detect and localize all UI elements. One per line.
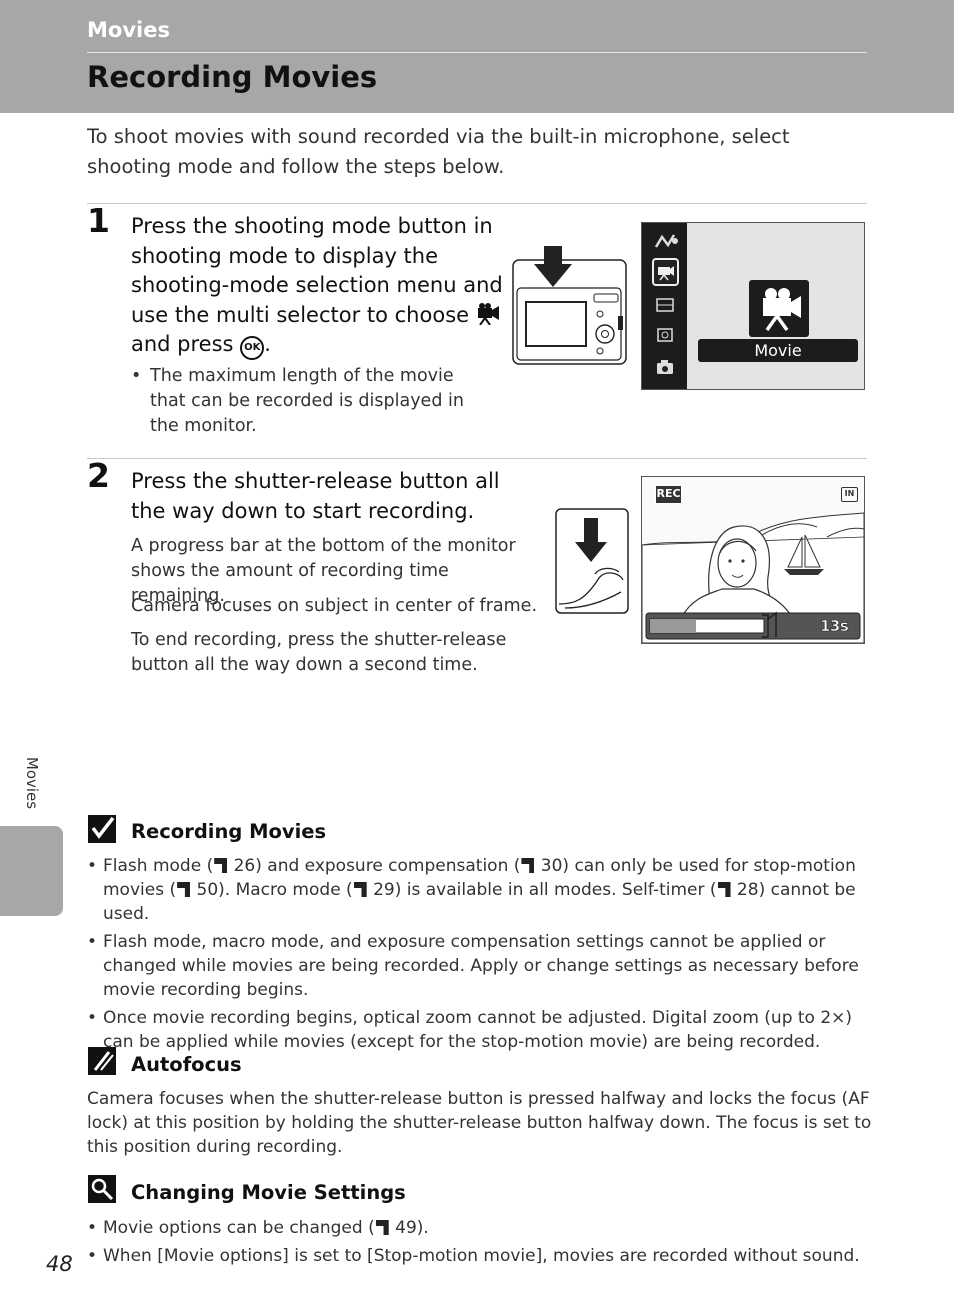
scene-assist-icon [654,234,678,248]
page-reference-icon [214,858,228,873]
note-text: Movie options can be changed ( [103,1218,375,1238]
scene-mode-icon [656,298,674,312]
step1-bullets: The maximum length of the movie that can… [131,364,491,439]
note-settings-title: Changing Movie Settings [131,1181,406,1204]
page-reference-icon [177,882,191,897]
page-number: 48 [46,1252,73,1276]
step2-number: 2 [87,456,110,495]
step1-text-b: and press [131,332,234,356]
ok-button-icon: OK [240,336,265,360]
step1-instruction: Press the shooting mode button in shooti… [131,212,503,360]
list-item: When [Movie options] is set to [Stop-mot… [87,1244,877,1268]
note-text: 50). Macro mode ( [191,880,353,900]
note-recording-title: Recording Movies [131,820,327,843]
step2-paragraph-progress: A progress bar at the bottom of the moni… [131,536,516,606]
caution-note-icon [87,1046,117,1076]
camera-back-illustration [510,244,630,368]
page-title: Recording Movies [87,60,378,94]
note-text: 26) and exposure compensation ( [228,856,521,876]
list-item: The maximum length of the movie that can… [131,364,491,439]
auto-mode-icon [657,360,673,374]
intro-paragraph: To shoot movies with sound recorded via … [87,125,790,178]
page-reference-icon [375,1220,389,1235]
internal-memory-icon: IN [841,487,858,502]
recording-progress-fill [650,619,696,633]
check-note-icon [87,814,117,844]
note-autofocus-text: Camera focuses when the shutter-release … [87,1089,872,1157]
note-text: 29) is available in all modes. Self-time… [367,880,717,900]
list-item: Once movie recording begins, optical zoo… [87,1006,877,1054]
note-text: 30) can only be used for stop-motion mov… [103,856,856,900]
movie-camera-icon [476,301,500,331]
movie-camera-icon [749,280,809,337]
step1-text-a: Press the shooting mode button in shooti… [131,214,503,327]
movie-mode-icon [658,266,674,281]
step1-divider [87,203,867,204]
time-remaining-readout: 13s [820,617,849,636]
step2-instruction: Press the shutter-release button all the… [131,469,500,523]
smile-mode-icon [657,328,673,342]
page-reference-icon [353,882,367,897]
note-recording-list: Flash mode ( 26) and exposure compensati… [87,854,877,1058]
note-text: 49). [389,1218,429,1238]
menu-selected-label: Movie [698,339,858,362]
page-reference-icon [521,858,535,873]
step2-paragraph-focus: Camera focuses on subject in center of f… [131,596,538,616]
tip-note-icon [87,1174,117,1204]
chapter-header: Movies Recording Movies [0,0,954,113]
section-label: Movies [87,18,170,42]
shooting-mode-menu-screen: Movie [641,222,865,390]
note-settings-list: Movie options can be changed ( 49). When… [87,1216,877,1272]
rec-indicator: REC [655,485,682,504]
list-item: Flash mode ( 26) and exposure compensati… [87,854,877,926]
list-item: Flash mode, macro mode, and exposure com… [87,930,877,1002]
page-reference-icon [717,882,731,897]
note-text: 28) cannot be used. [103,880,856,924]
mode-icon-strip [642,223,687,389]
side-tab-label: Movies [23,756,41,810]
step2-paragraph-end: To end recording, press the shutter-rele… [131,630,507,675]
list-item: Movie options can be changed ( 49). [87,1216,877,1240]
step1-text-c: . [264,332,271,356]
shutter-press-illustration [555,508,629,614]
side-tab [0,826,63,916]
step2-divider [87,458,867,459]
note-autofocus-title: Autofocus [131,1053,242,1076]
step1-number: 1 [87,201,110,240]
header-divider [87,52,867,53]
note-text: Flash mode ( [103,856,214,876]
recording-monitor-screen: REC IN 13s [641,476,865,644]
